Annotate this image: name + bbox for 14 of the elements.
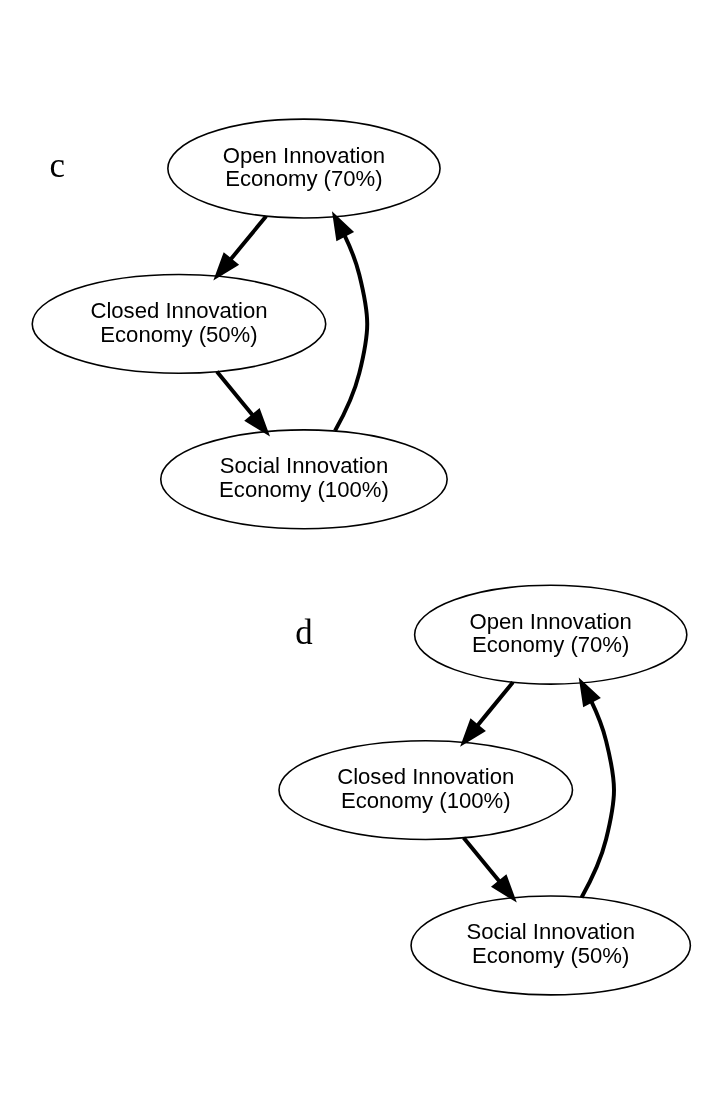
arrow <box>213 214 268 281</box>
arrow <box>332 211 370 432</box>
node-ellipse: Open Innovation Economy (70%) <box>167 118 441 219</box>
arrow <box>462 836 517 903</box>
label: d <box>295 612 313 652</box>
node-ellipse: Open Innovation Economy (70%) <box>413 584 688 685</box>
node-ellipse: Closed Innovation Economy (50%) <box>31 273 327 375</box>
arrow <box>578 677 616 899</box>
arrow <box>215 370 271 437</box>
arrow <box>460 681 515 747</box>
node-ellipse: Social Innovation Economy (50%) <box>410 895 692 996</box>
label: c <box>49 146 65 186</box>
node-ellipse: Social Innovation Economy (100%) <box>159 429 448 530</box>
node-ellipse: Closed Innovation Economy (100%) <box>278 739 574 841</box>
